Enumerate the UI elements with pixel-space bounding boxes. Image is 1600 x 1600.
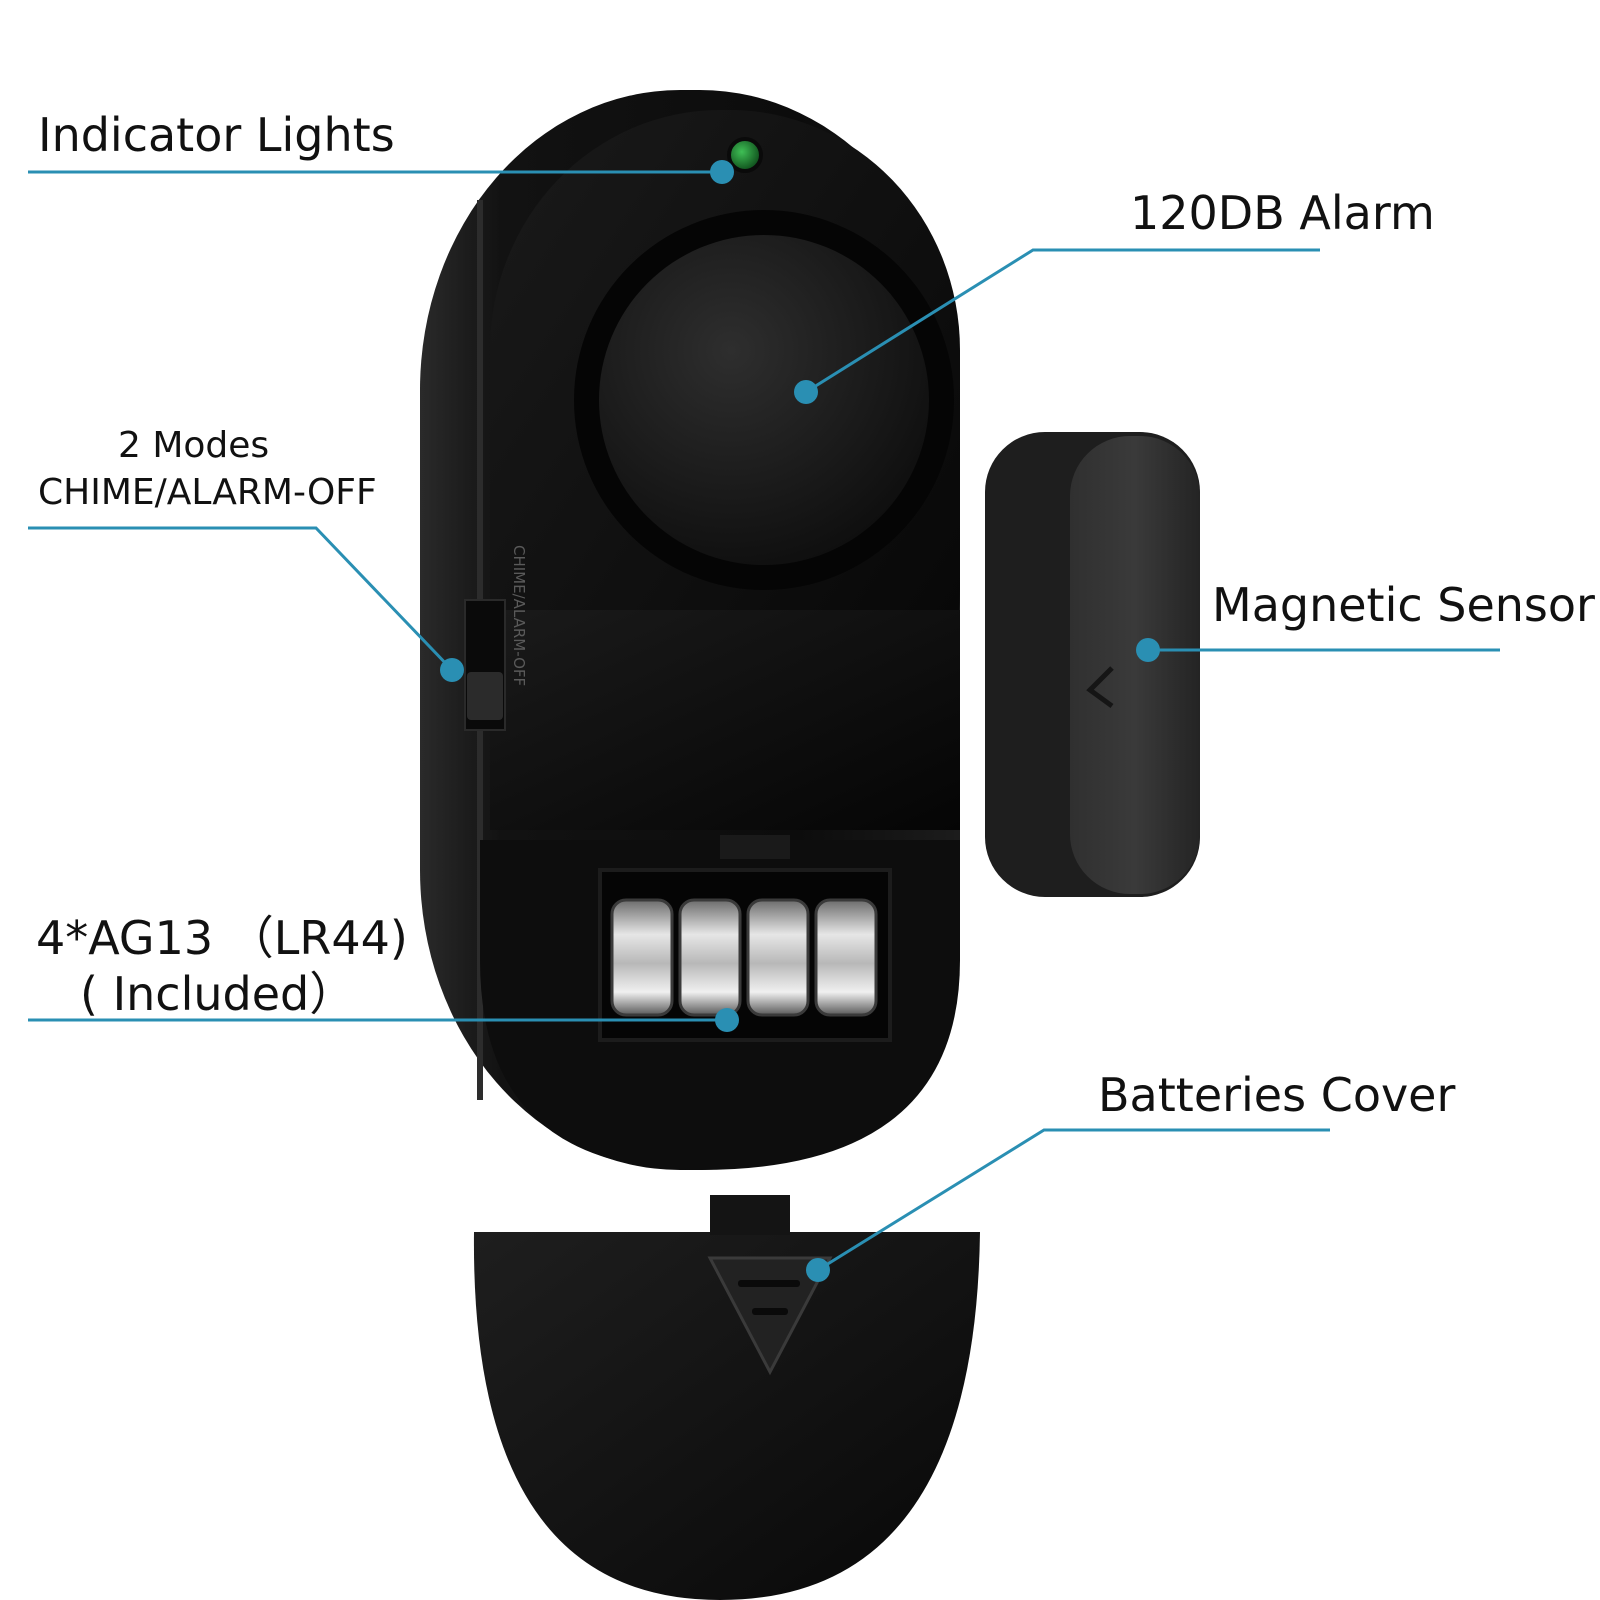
callout-modes-line2: CHIME/ALARM-OFF — [38, 472, 377, 513]
callout-modes-line1: 2 Modes — [118, 425, 270, 466]
callout-batteries-line1: 4*AG13 （LR44) — [36, 911, 408, 965]
batteries-cover — [473, 1195, 980, 1600]
batteries — [610, 898, 878, 1017]
callout-120db-alarm: 120DB Alarm — [1130, 186, 1435, 240]
switch-printed-text: CHIME/ALARM-OFF — [510, 545, 528, 686]
leader-modes — [28, 526, 454, 672]
alarm-speaker — [574, 210, 954, 590]
dot-batteries — [715, 1008, 739, 1032]
dot-alarm — [794, 380, 818, 404]
leader-alarm — [805, 248, 1320, 394]
indicator-light-led — [727, 137, 763, 173]
callout-indicator-lights: Indicator Lights — [38, 108, 395, 162]
leader-batteries-cover — [817, 1128, 1330, 1272]
callout-batteries-cover: Batteries Cover — [1098, 1068, 1456, 1122]
dot-magnetic-sensor — [1136, 638, 1160, 662]
callout-batteries-line2: ( Included） — [80, 967, 356, 1021]
callout-magnetic-sensor: Magnetic Sensor — [1212, 578, 1595, 632]
magnetic-sensor — [985, 432, 1200, 897]
leader-dots — [440, 160, 1160, 1282]
dot-modes — [440, 658, 464, 682]
dot-batteries-cover — [806, 1258, 830, 1282]
leader-lines — [28, 170, 1500, 1272]
mode-switch: CHIME/ALARM-OFF — [464, 545, 528, 731]
dot-indicator-lights — [710, 160, 734, 184]
